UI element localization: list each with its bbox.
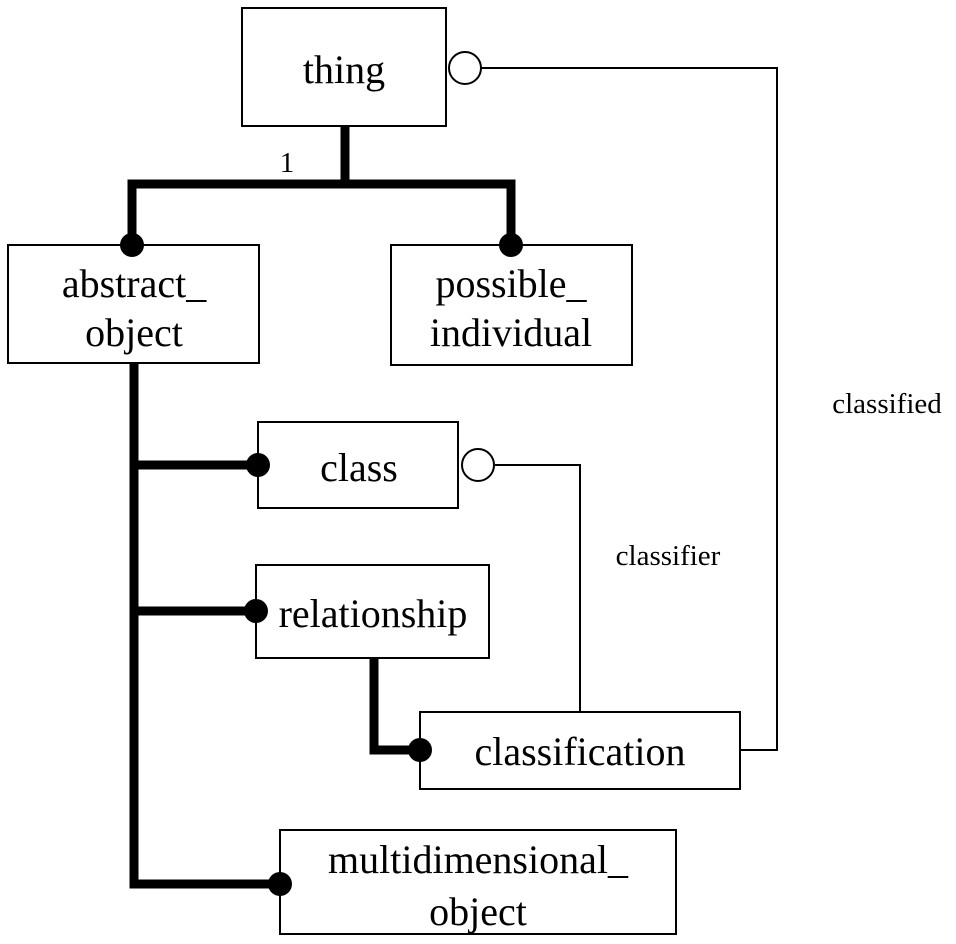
cardinality-label: 1 xyxy=(280,147,295,179)
possible-individual-label-line2: individual xyxy=(430,310,592,355)
relationship-box xyxy=(255,564,490,659)
class-dot-marker xyxy=(246,453,270,477)
abstract-object-label-line1: abstract_ xyxy=(62,261,207,306)
classification-label: classification xyxy=(474,729,685,774)
classifier-relation-line xyxy=(495,464,581,712)
relationship-classification-connector xyxy=(369,659,420,755)
possible-individual-label-line1: possible_ xyxy=(435,261,587,306)
classified-label: classified xyxy=(832,388,942,420)
classified-relation-line xyxy=(481,67,778,751)
classifier-label: classifier xyxy=(616,540,721,572)
multidimensional-object-label-line1: multidimensional_ xyxy=(328,837,629,882)
classification-dot-marker xyxy=(408,738,432,762)
thing-box xyxy=(241,7,447,127)
thing-label: thing xyxy=(303,47,385,92)
thing-subtype-connector xyxy=(127,127,516,245)
multidimensional-object-box xyxy=(279,829,677,935)
relationship-dot-marker xyxy=(244,599,268,623)
class-box xyxy=(257,421,459,509)
thing-open-circle-marker xyxy=(448,51,482,85)
abstract-object-dot-marker xyxy=(120,233,144,257)
class-open-circle-marker xyxy=(461,448,495,482)
class-label: class xyxy=(320,445,398,490)
classification-box xyxy=(419,711,741,790)
multidimensional-object-dot-marker xyxy=(268,872,292,896)
relationship-label: relationship xyxy=(279,591,468,636)
multidimensional-object-label-line2: object xyxy=(429,889,527,934)
abstract-object-label-line2: object xyxy=(85,310,183,355)
possible-individual-dot-marker xyxy=(499,233,523,257)
abstract-object-subtype-connector xyxy=(129,363,280,889)
possible-individual-box xyxy=(390,244,633,366)
